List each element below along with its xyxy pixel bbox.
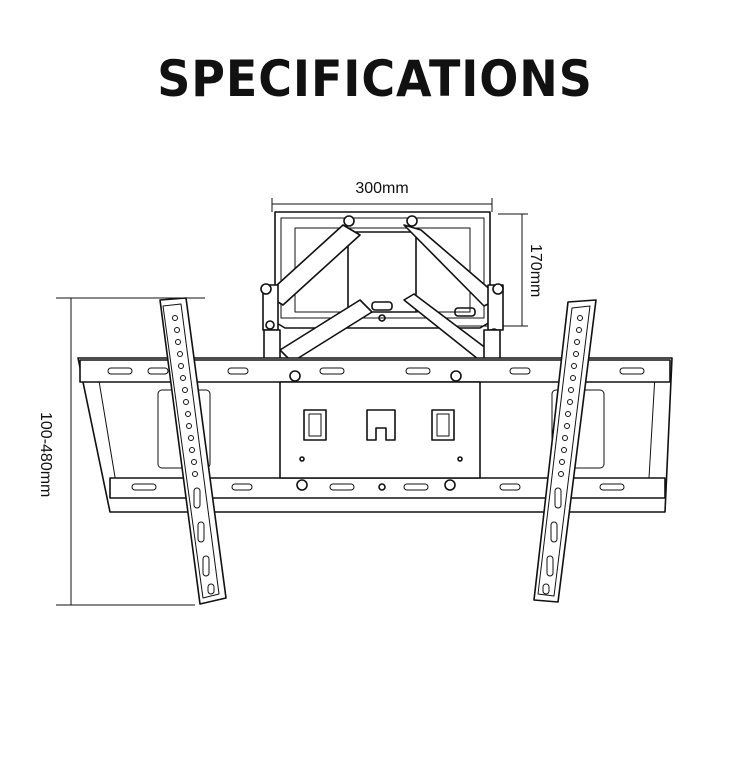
upper-arms	[260, 215, 504, 338]
width-dimension-label: 300mm	[355, 180, 408, 197]
dimension-height: 170mm	[455, 213, 544, 327]
page-title: SPECIFICATIONS	[157, 50, 593, 108]
dimension-width: 300mm	[271, 180, 493, 212]
dimension-vesa: 100-480mm	[37, 297, 205, 606]
tv-frame	[77, 357, 673, 513]
height-dimension-label: 170mm	[527, 244, 544, 297]
vesa-dimension-label: 100-480mm	[37, 412, 54, 497]
left-vertical-bracket	[159, 297, 227, 605]
right-vertical-bracket	[533, 299, 597, 603]
